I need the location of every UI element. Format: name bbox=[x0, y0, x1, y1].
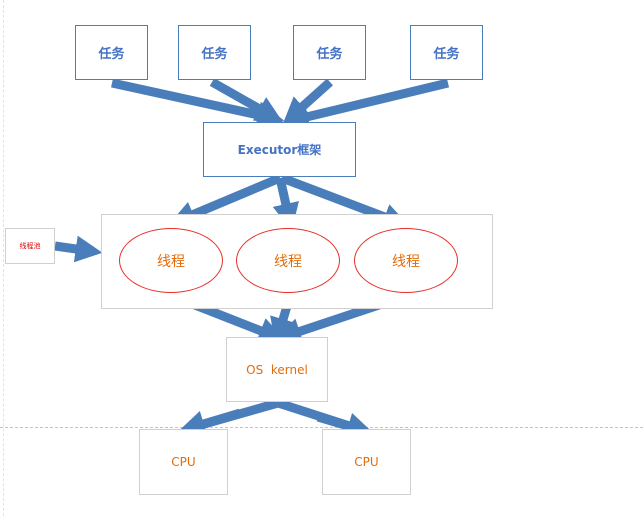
arrow-os-cpu1 bbox=[177, 408, 242, 437]
thread-label: 线程 bbox=[392, 253, 420, 270]
thread-node: 线程 bbox=[354, 228, 458, 293]
thread-node: 线程 bbox=[236, 228, 340, 293]
task-label: 任务 bbox=[201, 47, 228, 62]
task-label: 任务 bbox=[316, 47, 343, 62]
arrow-task4-executor bbox=[281, 78, 450, 130]
task-box: 任务 bbox=[178, 25, 251, 80]
cpu-box: CPU bbox=[139, 429, 228, 495]
task-label: 任务 bbox=[433, 47, 460, 62]
arrow-task1-executor bbox=[111, 78, 285, 129]
cpu-label: CPU bbox=[171, 455, 196, 469]
executor-box: Executor框架 bbox=[203, 122, 356, 177]
thread-pool-label-box: 线程池 bbox=[5, 228, 55, 264]
page-break-line bbox=[0, 427, 643, 428]
task-label: 任务 bbox=[98, 47, 125, 62]
arrow-os-cpu2 bbox=[316, 412, 375, 439]
task-box: 任务 bbox=[410, 25, 483, 80]
arrow-task2-executor bbox=[209, 78, 283, 123]
cpu-box: CPU bbox=[322, 429, 411, 495]
task-box: 任务 bbox=[75, 25, 148, 80]
thread-pool-label: 线程池 bbox=[19, 242, 41, 250]
arrow-executor-thread1 bbox=[168, 173, 282, 227]
arrow-poollabel-pool bbox=[54, 235, 103, 263]
thread-label: 线程 bbox=[157, 253, 185, 270]
arrow-executor-thread2 bbox=[272, 177, 300, 231]
cpu-label: CPU bbox=[354, 455, 379, 469]
os-kernel-label: OS kernel bbox=[246, 362, 308, 377]
task-box: 任务 bbox=[293, 25, 366, 80]
thread-label: 线程 bbox=[274, 253, 302, 270]
executor-label: Executor框架 bbox=[237, 143, 322, 157]
thread-node: 线程 bbox=[119, 228, 223, 293]
os-kernel-box: OS kernel bbox=[226, 337, 328, 402]
page-margin-guide bbox=[3, 0, 4, 516]
